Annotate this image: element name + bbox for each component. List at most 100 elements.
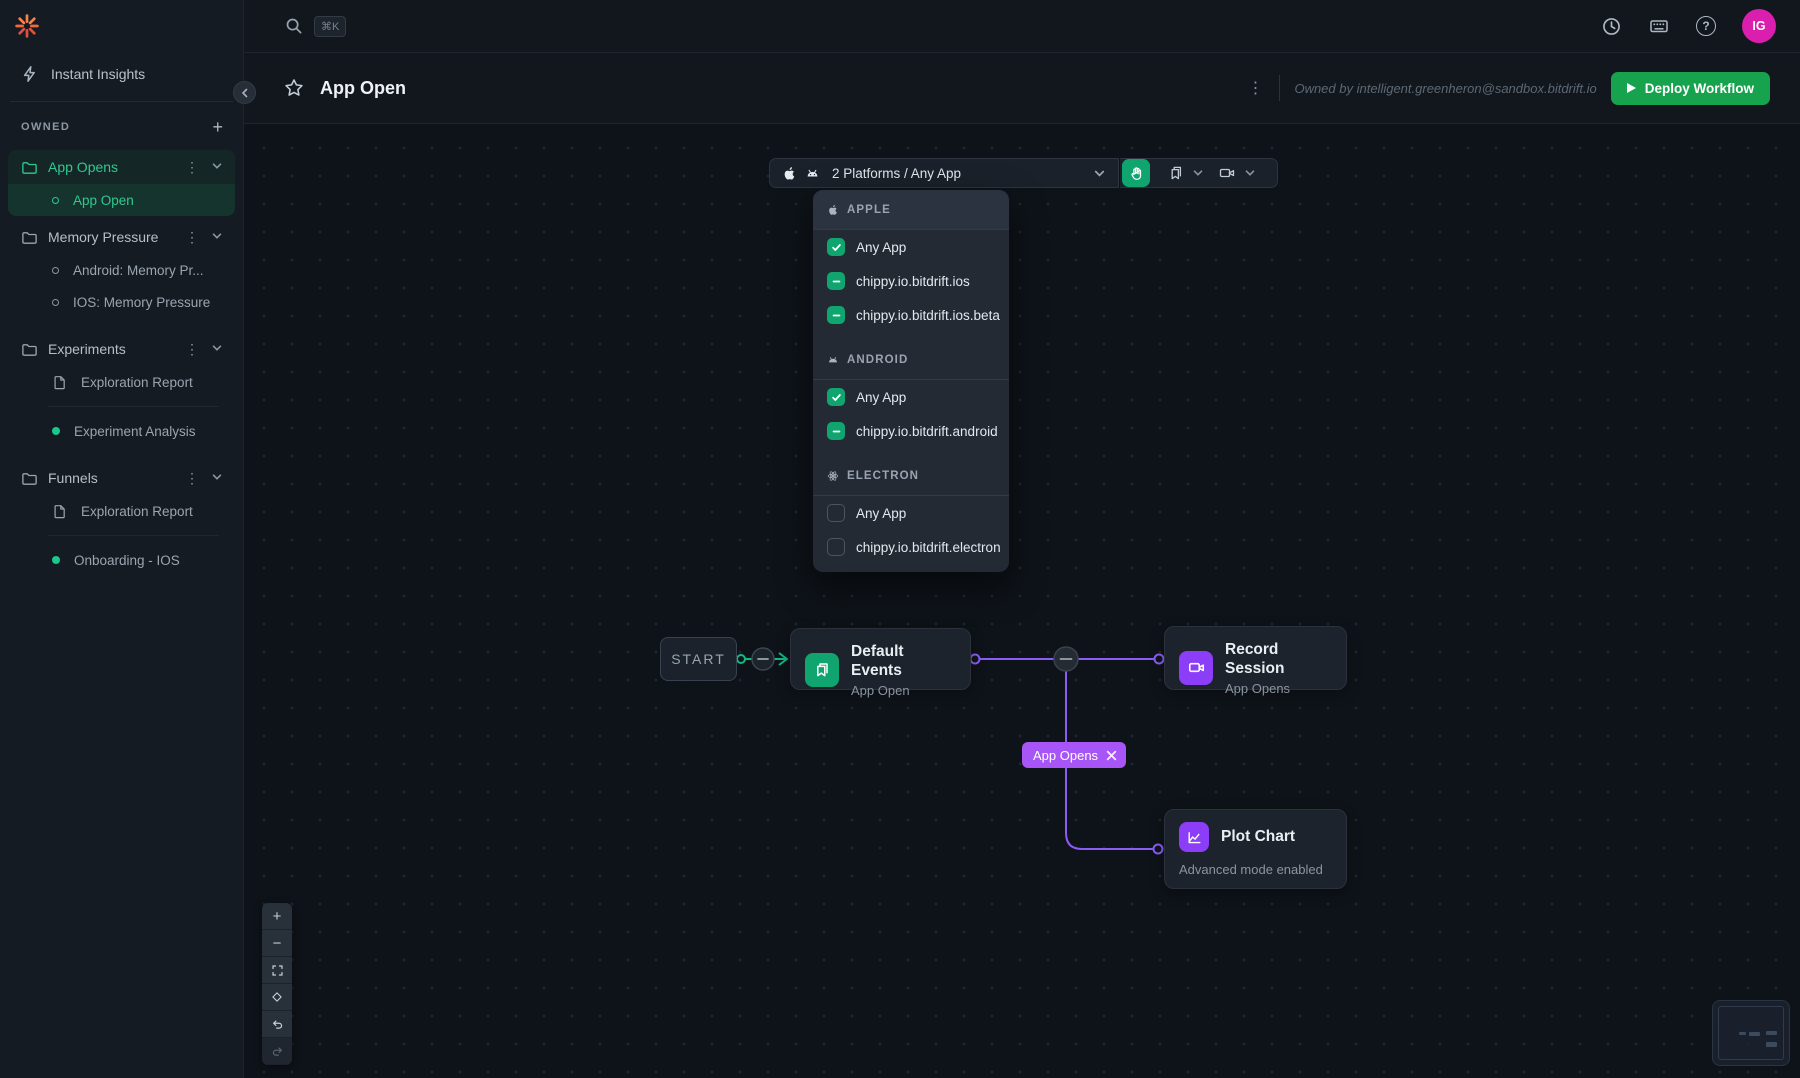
add-folder-button[interactable]: + — [212, 117, 223, 137]
redo-button[interactable] — [262, 1038, 292, 1065]
chevron-down-icon[interactable] — [211, 229, 223, 245]
folder-menu-button[interactable]: ⋮ — [185, 469, 199, 486]
node-record-session[interactable]: Record Session App Opens — [1164, 626, 1347, 696]
owner-label: Owned by intelligent.greenheron@sandbox.… — [1294, 80, 1597, 96]
record-session-tool-icon[interactable] — [1212, 164, 1242, 182]
start-node[interactable]: START — [660, 637, 737, 681]
edges-layer — [736, 646, 1165, 855]
sidebar-item-exploration-report-2[interactable]: Exploration Report — [8, 495, 235, 527]
folder-group-funnels: Funnels ⋮ Exploration Report Onboardi — [8, 461, 235, 576]
checkbox-indeterminate-icon[interactable] — [827, 422, 845, 440]
sidebar-item-ios-memory-pressure[interactable]: IOS: Memory Pressure — [8, 286, 235, 318]
list-divider — [48, 406, 219, 407]
minimap[interactable] — [1712, 1000, 1790, 1066]
zoom-in-button[interactable]: + — [262, 903, 292, 930]
folder-menu-button[interactable]: ⋮ — [185, 158, 199, 175]
item-label: Exploration Report — [81, 374, 193, 390]
sidebar-item-onboarding-ios[interactable]: Onboarding - IOS — [8, 544, 235, 576]
search-shortcut-badge: ⌘K — [314, 15, 347, 37]
favorite-star-icon[interactable] — [284, 78, 304, 98]
checkbox-unchecked-icon[interactable] — [827, 504, 845, 522]
menu-item-ios-beta[interactable]: chippy.io.bitdrift.ios.beta — [813, 298, 1009, 332]
folder-menu-button[interactable]: ⋮ — [185, 228, 199, 245]
menu-item-ios[interactable]: chippy.io.bitdrift.ios — [813, 264, 1009, 298]
sidebar-item-instant-insights[interactable]: Instant Insights — [0, 49, 243, 101]
auto-layout-button[interactable] — [262, 984, 292, 1011]
chevron-down-icon[interactable] — [211, 341, 223, 357]
sidebar-folder-app-opens[interactable]: App Opens ⋮ — [8, 150, 235, 184]
node-subtitle: App Open — [851, 682, 910, 698]
menu-item-apple-any-app[interactable]: Any App — [813, 230, 1009, 264]
folder-label: Funnels — [48, 470, 98, 486]
list-divider — [48, 535, 219, 536]
folder-group-experiments: Experiments ⋮ Exploration Report Expe — [8, 332, 235, 447]
analysis-dot-icon — [52, 556, 60, 564]
folder-label: App Opens — [48, 159, 119, 175]
android-icon — [805, 166, 820, 181]
sidebar-item-android-memory-pressure[interactable]: Android: Memory Pr... — [8, 254, 235, 286]
checkbox-checked-icon[interactable] — [827, 388, 845, 406]
item-label: Android: Memory Pr... — [73, 262, 204, 278]
sidebar-item-exploration-report[interactable]: Exploration Report — [8, 366, 235, 398]
keyboard-shortcuts-icon[interactable] — [1648, 15, 1670, 37]
folder-icon — [21, 159, 38, 176]
checkbox-indeterminate-icon[interactable] — [827, 272, 845, 290]
node-subtitle: App Opens — [1225, 680, 1291, 696]
folder-icon — [21, 229, 38, 246]
sidebar-folder-experiments[interactable]: Experiments ⋮ — [8, 332, 235, 366]
edge-port — [1152, 843, 1164, 855]
platform-selector[interactable]: 2 Platforms / Any App — [769, 158, 1119, 188]
avatar[interactable]: IG — [1742, 9, 1776, 43]
apple-icon — [782, 166, 797, 181]
history-clock-icon[interactable] — [1601, 16, 1622, 37]
page-title: App Open — [320, 77, 406, 98]
edge-port — [1153, 653, 1165, 665]
play-icon — [1626, 83, 1636, 93]
sidebar-collapse-button[interactable] — [233, 81, 256, 104]
undo-button[interactable] — [262, 1011, 292, 1038]
menu-item-android-any-app[interactable]: Any App — [813, 380, 1009, 414]
video-camera-icon — [1179, 650, 1213, 685]
close-icon[interactable] — [1106, 750, 1117, 761]
checkbox-indeterminate-icon[interactable] — [827, 306, 845, 324]
deploy-workflow-button[interactable]: Deploy Workflow — [1610, 71, 1770, 105]
menu-item-electron-any-app[interactable]: Any App — [813, 496, 1009, 530]
zoom-out-button[interactable]: − — [262, 930, 292, 957]
bitdrift-logo-icon[interactable] — [0, 0, 243, 49]
canvas-controls: + − — [262, 903, 292, 1065]
chevron-down-icon[interactable] — [1190, 167, 1212, 179]
chevron-down-icon — [1093, 167, 1106, 180]
checkbox-unchecked-icon[interactable] — [827, 538, 845, 556]
folder-label: Memory Pressure — [48, 229, 159, 245]
folder-group-memory-pressure: Memory Pressure ⋮ Android: Memory Pr... … — [8, 220, 235, 318]
node-title: Record Session — [1225, 641, 1285, 678]
node-default-events[interactable]: Default Events App Open — [790, 628, 971, 698]
menu-item-electron-app[interactable]: chippy.io.bitdrift.electron — [813, 530, 1009, 564]
workflow-canvas[interactable]: 2 Platforms / Any App — [244, 124, 1800, 1078]
menu-section-android: ANDROID — [813, 340, 1009, 380]
node-plot-chart[interactable]: Plot Chart Advanced mode enabled — [1164, 809, 1347, 889]
sidebar-item-experiment-analysis[interactable]: Experiment Analysis — [8, 415, 235, 447]
sidebar-item-app-open[interactable]: App Open — [8, 184, 235, 216]
menu-item-android-app[interactable]: chippy.io.bitdrift.android — [813, 414, 1009, 448]
bookmark-tool-icon[interactable] — [1162, 165, 1190, 181]
pan-hand-button[interactable] — [1122, 159, 1150, 187]
workflow-menu-button[interactable]: ⋮ — [1247, 80, 1264, 97]
chevron-down-icon[interactable] — [1242, 167, 1264, 179]
sidebar-folder-funnels[interactable]: Funnels ⋮ — [8, 461, 235, 495]
folder-menu-button[interactable]: ⋮ — [185, 340, 199, 357]
edge-arrow-icon — [778, 652, 788, 666]
chevron-down-icon[interactable] — [211, 159, 223, 175]
sidebar-folder-memory-pressure[interactable]: Memory Pressure ⋮ — [8, 220, 235, 254]
search-icon[interactable] — [284, 16, 304, 36]
workflow-bullet-icon — [52, 196, 59, 204]
edge-badge-app-opens[interactable]: App Opens — [1022, 742, 1127, 768]
owned-section-title: OWNED — [21, 121, 71, 133]
bookmark-icon — [805, 652, 839, 687]
chevron-down-icon[interactable] — [211, 470, 223, 486]
help-icon[interactable]: ? — [1696, 16, 1716, 36]
fit-view-button[interactable] — [262, 957, 292, 984]
edge-port — [969, 653, 981, 665]
checkbox-checked-icon[interactable] — [827, 238, 845, 256]
